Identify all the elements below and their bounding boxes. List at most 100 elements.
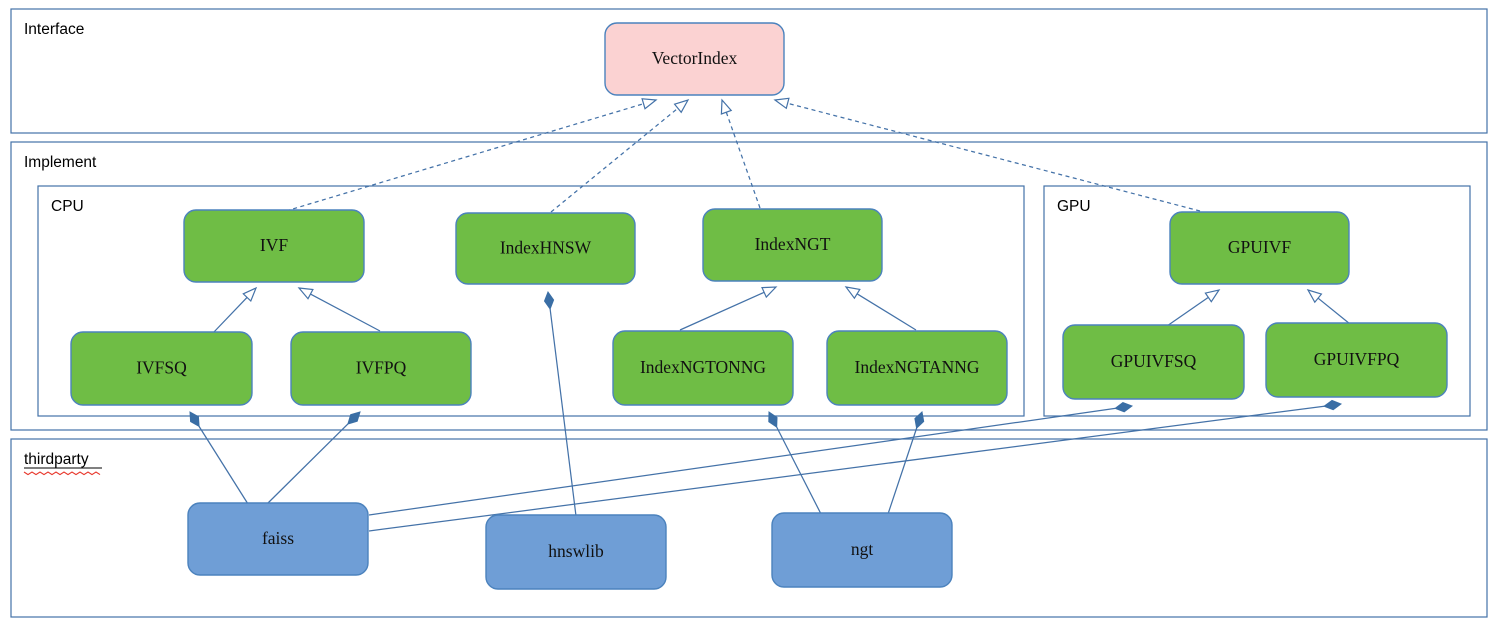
arrowhead-hollow-triangle-ivfpq-ivf	[297, 287, 314, 300]
edge-line-indexngt-vectorindex	[725, 112, 761, 209]
edge-line-faiss-gpuivfpq	[368, 405, 1325, 532]
node-box-gpuivfpq[interactable]	[1265, 322, 1448, 398]
node-gpuivfpq[interactable]: GPUIVFPQ	[1265, 322, 1448, 398]
arrowhead-filled-diamond-faiss-gpuivfpq	[1323, 399, 1343, 411]
group-label-implement: Implement	[24, 154, 97, 171]
edge-line-ngtonng-indexngt	[679, 291, 765, 331]
arrowhead-hollow-triangle-ivfsq-ivf	[242, 286, 258, 303]
edge-faiss-gpuivfpq	[368, 399, 1343, 532]
edge-line-faiss-gpuivfsq	[368, 407, 1116, 516]
arrowhead-hollow-triangle-gpuivfpq-gpuivf	[1306, 288, 1323, 304]
edge-ivfpq-ivf	[297, 287, 381, 332]
edge-line-ivf-vectorindex	[285, 103, 644, 212]
node-box-indexngtonng[interactable]	[612, 330, 794, 406]
spellcheck-squiggle-icon	[23, 471, 101, 476]
edge-line-gpuivf-vectorindex	[787, 102, 1201, 212]
node-ivfsq[interactable]: IVFSQ	[70, 331, 253, 406]
node-box-ivf[interactable]	[183, 209, 365, 283]
node-box-ivfsq[interactable]	[70, 331, 253, 406]
edge-line-ivfsq-ivf	[212, 296, 248, 334]
edge-ngt-indexngtanng	[887, 411, 925, 515]
group-label-gpu: GPU	[1057, 198, 1091, 215]
node-indexhnsw[interactable]: IndexHNSW	[455, 212, 636, 285]
node-gpuivf[interactable]: GPUIVF	[1169, 211, 1350, 285]
arrowhead-hollow-triangle-gpuivf-vectorindex	[773, 97, 790, 110]
node-box-indexngt[interactable]	[702, 208, 883, 282]
edges-layer	[189, 97, 1351, 532]
node-label-ivfsq: IVFSQ	[136, 358, 187, 378]
arrowhead-hollow-triangle-ngtanng-indexngt	[844, 286, 861, 300]
node-box-ngt[interactable]	[771, 512, 953, 588]
node-box-ivfpq[interactable]	[290, 331, 472, 406]
node-ivf[interactable]: IVF	[183, 209, 365, 283]
node-indexngt[interactable]: IndexNGT	[702, 208, 883, 282]
edge-gpuivfsq-gpuivf	[1166, 289, 1221, 327]
node-label-hnswlib: hnswlib	[548, 541, 604, 561]
edge-gpuivf-vectorindex	[773, 97, 1201, 212]
edge-line-ngt-indexngtanng	[887, 427, 918, 515]
node-indexngtonng[interactable]: IndexNGTONNG	[612, 330, 794, 406]
edge-ngtanng-indexngt	[844, 286, 917, 331]
edge-line-ivfpq-ivf	[310, 293, 381, 332]
node-ngt[interactable]: ngt	[771, 512, 953, 588]
edge-line-ngt-indexngtonng	[776, 426, 822, 515]
node-box-vectorindex[interactable]	[604, 22, 785, 96]
node-label-indexhnsw: IndexHNSW	[500, 238, 592, 258]
edge-line-gpuivfsq-gpuivf	[1166, 296, 1209, 327]
node-box-indexngtanng[interactable]	[826, 330, 1008, 406]
node-box-hnswlib[interactable]	[485, 514, 667, 590]
node-hnswlib[interactable]: hnswlib	[485, 514, 667, 590]
node-label-gpuivfsq: GPUIVFSQ	[1111, 351, 1197, 371]
edge-line-indexhnsw-vectorindex	[550, 107, 679, 213]
node-label-gpuivfpq: GPUIVFPQ	[1314, 349, 1400, 369]
node-label-vectorindex: VectorIndex	[652, 48, 738, 68]
edge-indexhnsw-vectorindex	[550, 98, 690, 213]
edge-line-ngtanng-indexngt	[856, 293, 917, 331]
node-label-ivf: IVF	[260, 235, 288, 255]
edge-ngt-indexngtonng	[768, 411, 822, 515]
node-vectorindex[interactable]: VectorIndex	[604, 22, 785, 96]
node-box-indexhnsw[interactable]	[455, 212, 636, 285]
edge-faiss-ivfpq	[267, 411, 361, 504]
node-label-ngt: ngt	[851, 539, 874, 559]
edge-line-faiss-ivfsq	[198, 426, 249, 505]
arrowhead-hollow-triangle-indexhnsw-vectorindex	[673, 98, 690, 114]
edge-line-faiss-ivfpq	[267, 423, 349, 504]
arrowhead-hollow-triangle-gpuivfsq-gpuivf	[1204, 289, 1221, 303]
edge-faiss-ivfsq	[189, 411, 249, 505]
arrowhead-filled-diamond-faiss-gpuivfsq	[1114, 402, 1134, 413]
edge-gpuivfpq-gpuivf	[1306, 288, 1351, 325]
node-indexngtanng[interactable]: IndexNGTANNG	[826, 330, 1008, 406]
arrowhead-filled-diamond-ngt-indexngtanng	[914, 411, 925, 430]
node-label-indexngt: IndexNGT	[755, 234, 831, 254]
node-box-faiss[interactable]	[187, 502, 369, 576]
node-gpuivfsq[interactable]: GPUIVFSQ	[1062, 324, 1245, 400]
arrowhead-hollow-triangle-ngtonng-indexngt	[761, 286, 778, 299]
node-label-indexngtanng: IndexNGTANNG	[855, 357, 980, 377]
arrowhead-hollow-triangle-ivf-vectorindex	[641, 98, 658, 110]
node-label-faiss: faiss	[262, 528, 294, 548]
node-label-indexngtonng: IndexNGTONNG	[640, 357, 766, 377]
arrowhead-filled-diamond-hnswlib-indexhnsw	[543, 290, 555, 310]
edge-ivf-vectorindex	[285, 98, 658, 212]
edge-faiss-gpuivfsq	[368, 402, 1134, 516]
edge-hnswlib-indexhnsw	[543, 290, 577, 517]
edge-line-hnswlib-indexhnsw	[549, 308, 577, 517]
node-faiss[interactable]: faiss	[187, 502, 369, 576]
edge-ngtonng-indexngt	[679, 286, 778, 331]
arrowhead-filled-diamond-faiss-ivfsq	[189, 411, 200, 428]
group-label-interface: Interface	[24, 21, 84, 38]
arrowhead-filled-diamond-faiss-ivfpq	[347, 411, 361, 425]
edge-ivfsq-ivf	[212, 286, 258, 334]
node-box-gpuivf[interactable]	[1169, 211, 1350, 285]
arrowhead-filled-diamond-ngt-indexngtonng	[768, 411, 778, 429]
group-label-thirdparty: thirdparty	[24, 451, 89, 468]
node-label-gpuivf: GPUIVF	[1228, 237, 1291, 257]
node-box-gpuivfsq[interactable]	[1062, 324, 1245, 400]
node-label-ivfpq: IVFPQ	[356, 358, 407, 378]
node-ivfpq[interactable]: IVFPQ	[290, 331, 472, 406]
edge-line-gpuivfpq-gpuivf	[1317, 297, 1351, 325]
